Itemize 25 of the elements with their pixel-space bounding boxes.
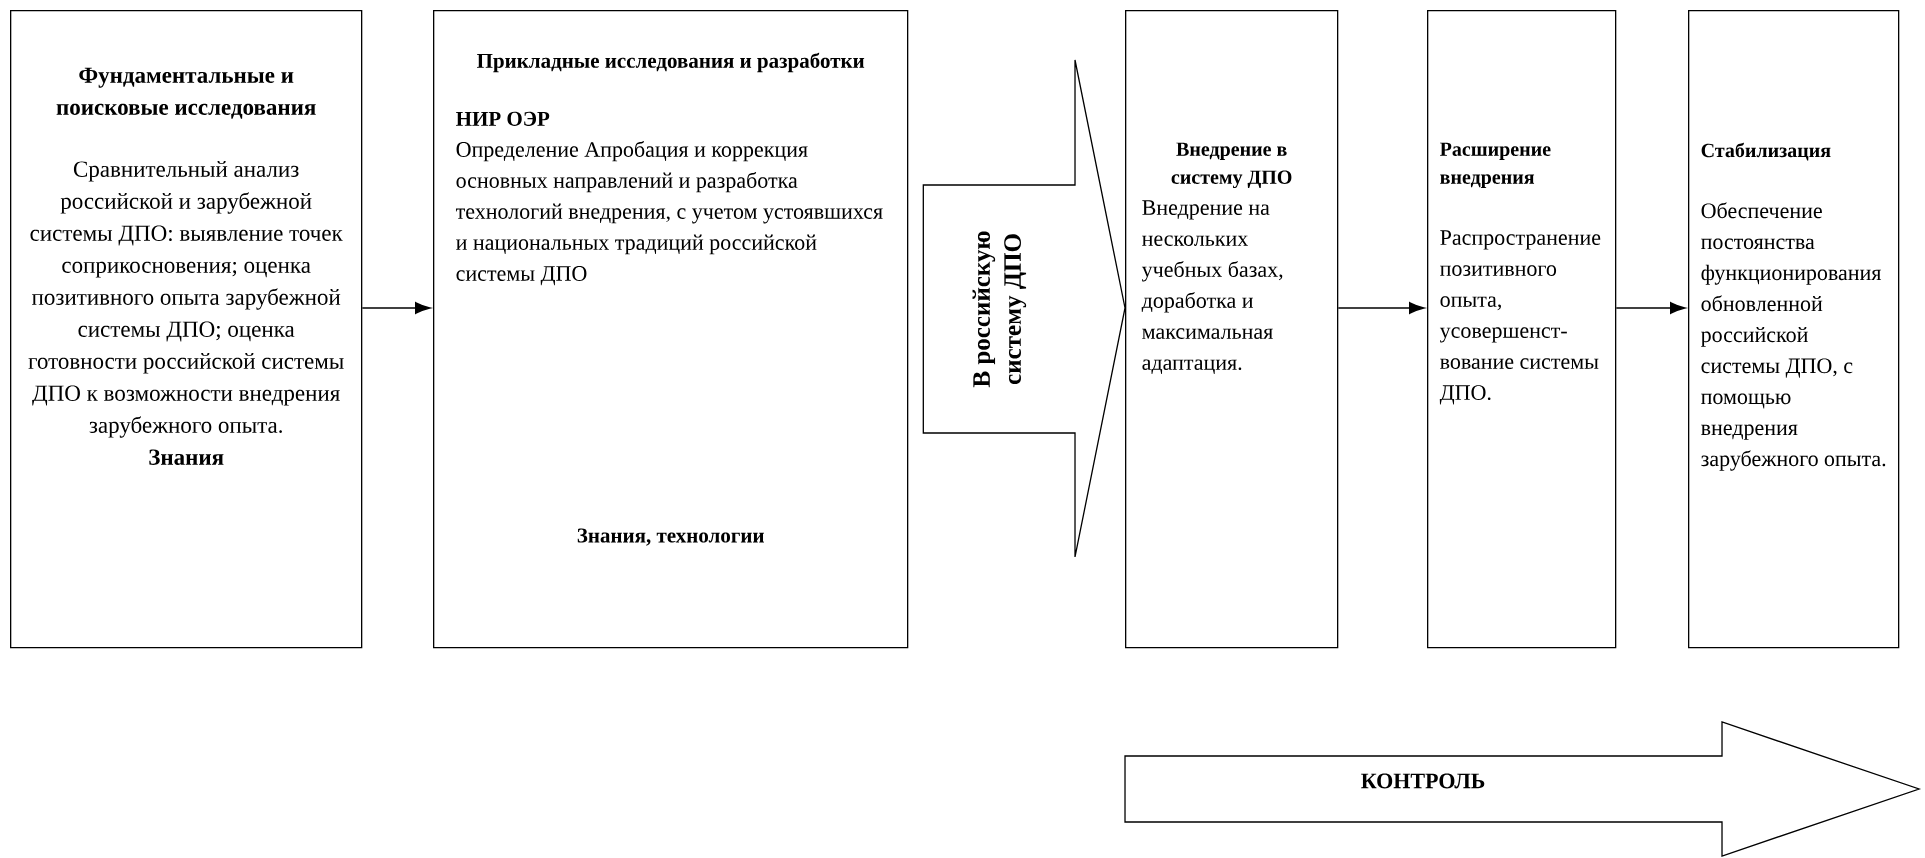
box-heading: Расширение внедрения [1440, 142, 1551, 188]
arrow [361, 302, 431, 314]
box-subheading: НИР ОЭР [456, 111, 550, 126]
box-heading: Стабилизация [1701, 142, 1831, 161]
arrow-label: В российскую систему ДПО [972, 231, 1027, 388]
box-text: Внедрение на нескольких учебных базах, доработка и максимальная адаптация. [1141, 200, 1283, 374]
block-arrow [922, 59, 1126, 558]
box-heading: Фундаментальные и поисковые исследования [56, 67, 316, 119]
box-text: Распространение позитивного опыта, усовершенст-вование системы ДПО. [1439, 230, 1601, 405]
box-text: Знания, технологии [577, 528, 764, 546]
box-text: Определение Апробация и коррекция основных направлений и разработка технологий внедрения, с учетом устоявшихся и национальных традиций российской системы ДПО [456, 140, 883, 286]
process-box [1427, 10, 1617, 649]
arrow [1337, 302, 1425, 314]
box-heading: Внедрение в систему ДПО [1171, 142, 1292, 189]
process-box [433, 10, 909, 649]
box-text: Сравнительный анализ российской и зарубежной системы ДПО: выявление точек соприкосновения; оценка позитивного опыта зарубежной системы ДПО; оценка готовности российской системы ДПО к возможности внедрения зарубежного опыта. [28, 160, 344, 438]
process-box [1125, 10, 1339, 649]
arrow-text: КОНТРОЛЬ [1361, 773, 1485, 789]
box-text: Знания [149, 449, 224, 465]
arrow [1615, 302, 1686, 314]
box-text: Обеспечение постоянства функционирования обновленной российской системы ДПО, с помощью внедрения зарубежного опыта. [1701, 202, 1886, 471]
block-arrow [1124, 721, 1922, 857]
box-heading: Прикладные исследования и разработки [477, 52, 865, 73]
process-box [1688, 10, 1900, 649]
process-box [10, 10, 363, 649]
